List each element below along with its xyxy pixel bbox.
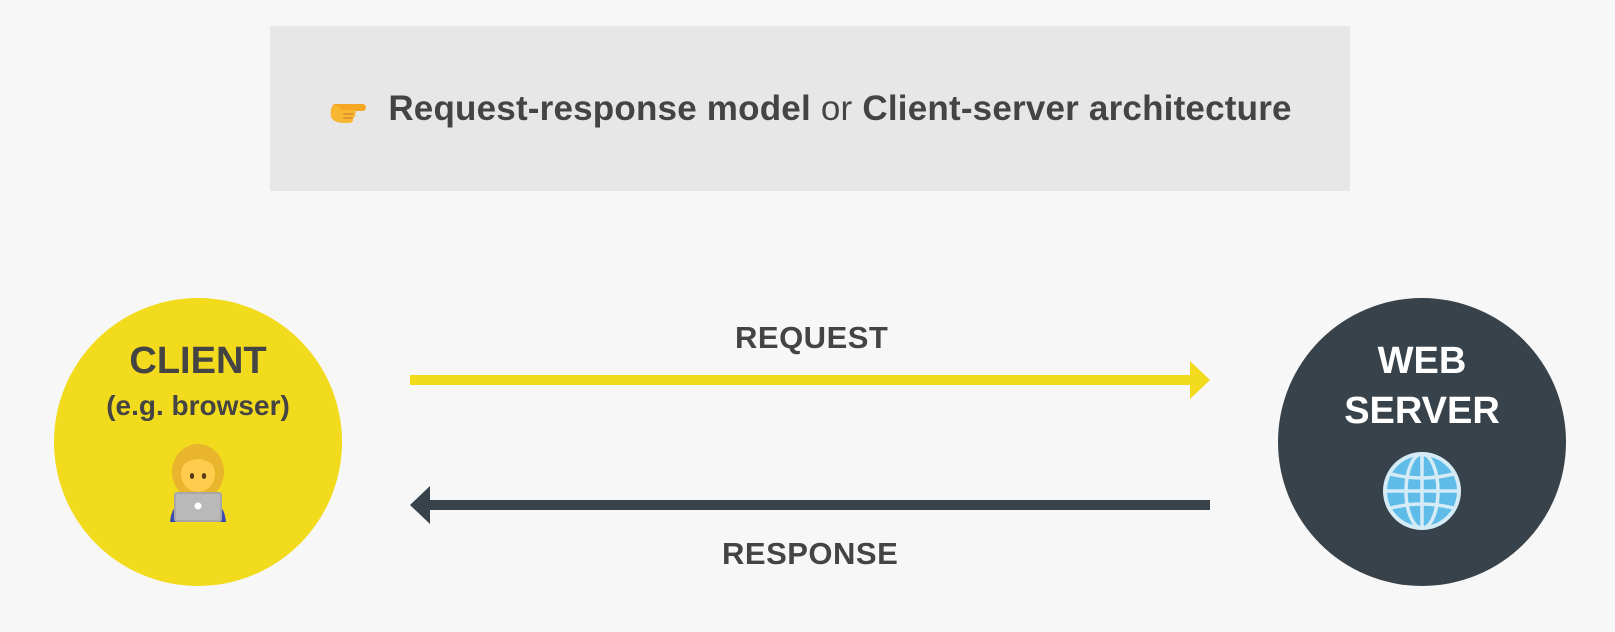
response-label: RESPONSE (722, 536, 899, 571)
request-label: REQUEST (735, 320, 889, 355)
server-title-line2: SERVER (1344, 390, 1500, 432)
client-title: CLIENT (129, 340, 267, 382)
banner-part1: Request-response model (388, 88, 811, 128)
web-server-node: WEB SERVER (1278, 298, 1566, 586)
server-title: WEB SERVER (1344, 336, 1500, 436)
person-with-laptop-icon (162, 442, 234, 527)
client-subtitle: (e.g. browser) (106, 390, 290, 421)
response-arrow (410, 486, 1210, 524)
pointing-hand-icon (328, 94, 370, 124)
server-title-line1: WEB (1377, 340, 1467, 382)
client-node: CLIENT (e.g. browser) (54, 298, 342, 586)
title-banner: Request-response model or Client-server … (270, 26, 1350, 191)
banner-separator: or (820, 88, 853, 128)
request-arrow (410, 361, 1210, 399)
banner-part2: Client-server architecture (862, 88, 1292, 128)
globe-icon (1381, 450, 1463, 537)
